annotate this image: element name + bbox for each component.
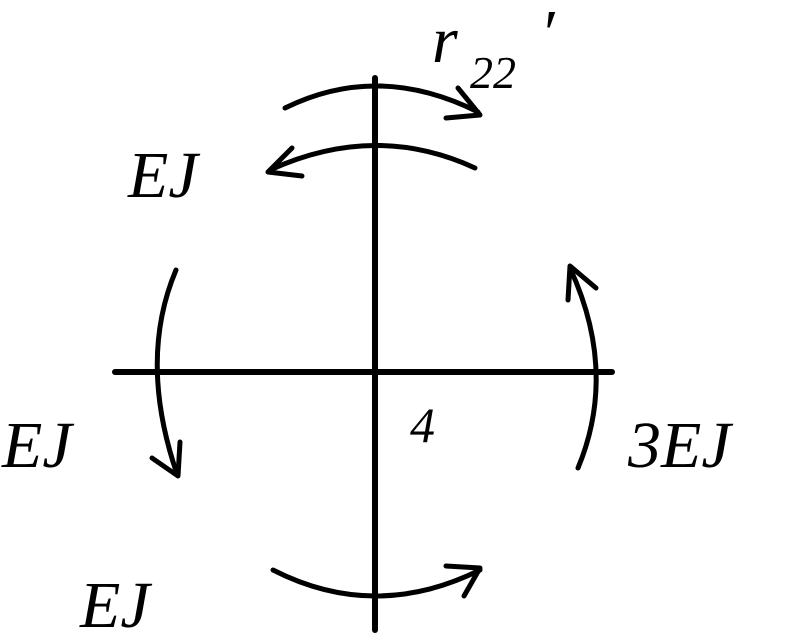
reaction-moment-arc	[282, 83, 481, 115]
top-moment-arc	[267, 143, 478, 173]
reaction-label-subscript: 22	[470, 47, 516, 98]
bottom-moment-arc	[270, 567, 483, 599]
left-moment-arc	[154, 267, 180, 477]
reaction-label-base: r	[432, 4, 458, 77]
right-moment-label: 3EJ	[627, 409, 733, 482]
reaction-label-prime: ′	[540, 0, 556, 70]
left-moment-label: EJ	[1, 409, 74, 482]
reaction-moment-arrowhead	[443, 85, 483, 121]
bottom-moment-label: EJ	[79, 569, 152, 637]
top-moment-arrowhead	[265, 145, 305, 179]
top-left-moment-label: EJ	[127, 139, 200, 212]
node-number-label: 4	[410, 397, 435, 453]
bottom-moment-arrowhead	[443, 563, 483, 599]
right-moment-arrowhead	[565, 263, 599, 303]
right-moment-arc	[567, 265, 599, 471]
left-moment-arrowhead	[149, 439, 183, 479]
reaction-label: r 22 ′	[432, 0, 556, 98]
